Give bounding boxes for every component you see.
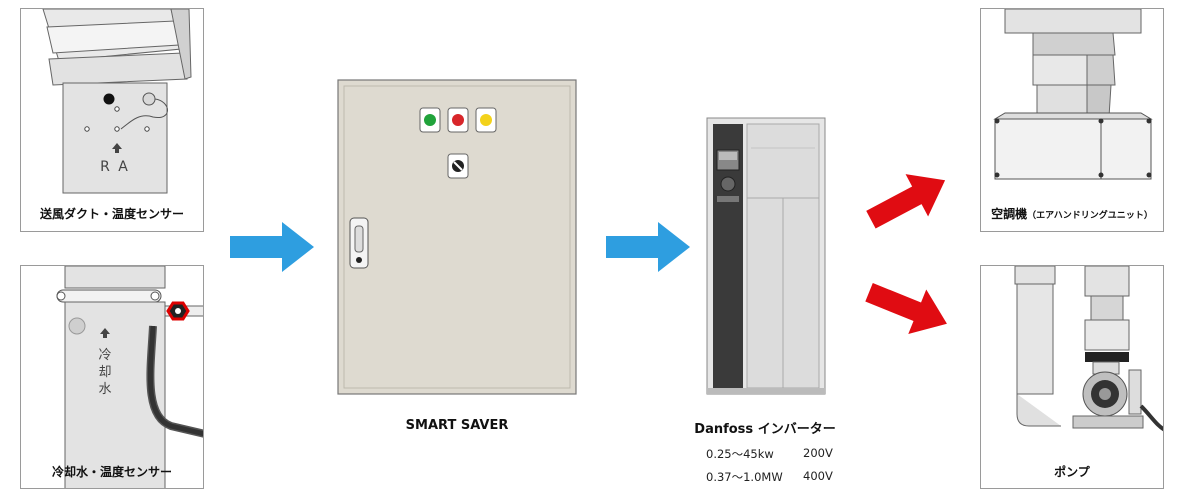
pump-panel: ポンプ xyxy=(980,265,1164,489)
inverter-spec-voltage-1: 200V xyxy=(803,446,833,460)
water-tag-label-1: 冷 xyxy=(98,348,112,363)
ahu-panel: 空調機（エアハンドリングユニット） xyxy=(980,8,1164,232)
duct-sensor-panel: R A 送風ダクト・温度センサー xyxy=(20,8,204,232)
ahu-caption-sub: （エアハンドリングユニット） xyxy=(1027,211,1153,221)
ahu-illustration xyxy=(993,9,1153,180)
ahu-caption-main: 空調機 xyxy=(991,207,1028,221)
water-tag-label-2: 却 xyxy=(98,365,112,380)
duct-sensor-illustration xyxy=(42,9,192,194)
duct-tag-label: R A xyxy=(100,159,130,175)
inverter-spec-voltage-2: 400V xyxy=(803,469,833,483)
pump-caption: ポンプ xyxy=(1054,465,1090,479)
output-arrow-ahu xyxy=(866,174,946,229)
water-sensor-illustration xyxy=(56,266,203,488)
red-lamp xyxy=(452,114,464,126)
inverter-title: Danfoss インバーター xyxy=(694,422,836,437)
duct-sensor-caption: 送風ダクト・温度センサー xyxy=(39,207,184,221)
water-sensor-panel: 冷 却 水 冷却水・温度センサー xyxy=(20,265,204,489)
water-sensor-caption: 冷却水・温度センサー xyxy=(51,465,172,479)
inverter-drive xyxy=(706,117,826,395)
inverter-spec-range-1: 0.25〜45kw xyxy=(706,447,774,461)
output-arrow-pump xyxy=(865,282,947,334)
smart-saver-label: SMART SAVER xyxy=(405,418,509,433)
pump-illustration xyxy=(1014,266,1163,432)
yellow-lamp xyxy=(480,114,492,126)
flow-arrow-right-2 xyxy=(606,222,690,272)
water-tag-label-3: 水 xyxy=(98,382,112,397)
flow-arrow-right-1 xyxy=(230,222,314,272)
smart-saver-cabinet xyxy=(337,79,577,395)
inverter-spec-range-2: 0.37〜1.0MW xyxy=(706,470,783,484)
ahu-caption: 空調機（エアハンドリングユニット） xyxy=(981,205,1163,222)
green-lamp xyxy=(424,114,436,126)
